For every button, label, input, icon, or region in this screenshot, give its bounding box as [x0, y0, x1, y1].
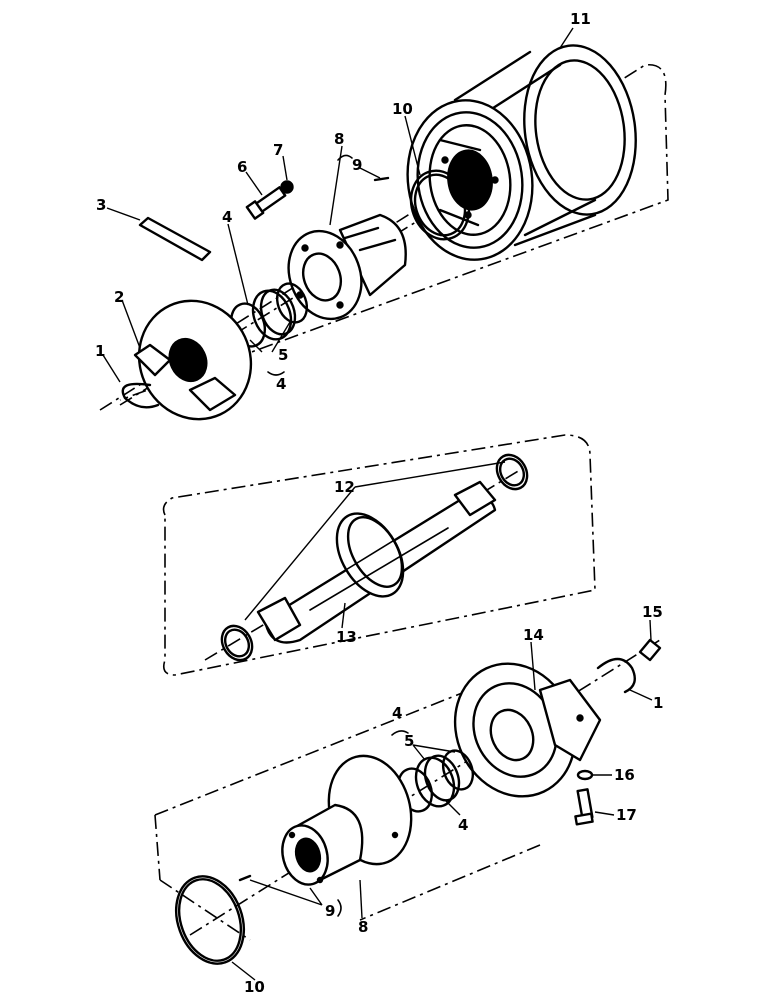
part-2-end-collar-top — [133, 299, 253, 421]
callout-5-top: 5 — [278, 346, 288, 364]
callout-6: 6 — [237, 158, 247, 176]
part-8-collar-top — [287, 213, 407, 321]
bracket-mark-bottom-9 — [337, 899, 342, 917]
part-6-bolt — [245, 186, 287, 220]
part-1-snap-ring-bottom — [596, 657, 636, 694]
callout-1-top: 1 — [95, 342, 105, 360]
callout-7: 7 — [273, 141, 283, 159]
part-16-washer — [576, 769, 594, 781]
callout-1-bottom: 1 — [653, 694, 663, 712]
part-7-plug — [280, 180, 294, 194]
callout-8-top: 8 — [334, 130, 344, 148]
callout-10-bottom: 10 — [244, 978, 265, 996]
callout-13: 13 — [336, 628, 357, 646]
part-12-o-ring-left — [220, 624, 254, 662]
callout-4-top-a: 4 — [222, 208, 232, 226]
callout-17: 17 — [616, 806, 637, 824]
lower-center-axis — [189, 639, 661, 936]
shaft-group-boundary — [162, 434, 596, 676]
callout-4-bottom-a: 4 — [392, 704, 402, 722]
part-8-collar-bottom — [281, 754, 413, 886]
part-3-retaining-bar — [138, 216, 212, 262]
part-10-o-ring-bottom — [175, 875, 245, 965]
bracket-mark-bottom-4 — [391, 730, 409, 736]
part-11-roller-rim — [406, 44, 637, 261]
callout-16: 16 — [614, 766, 635, 784]
part-13-shaft — [256, 480, 497, 644]
bracket-mark-top-9 — [337, 154, 353, 161]
leader-lines — [102, 27, 653, 981]
part-12-o-ring-right — [495, 453, 529, 491]
callout-11: 11 — [570, 10, 591, 28]
part-10-o-ring-top — [409, 169, 471, 241]
callout-12: 12 — [334, 478, 355, 496]
callout-9-top: 9 — [352, 156, 362, 174]
callout-5-bottom: 5 — [404, 732, 414, 750]
part-15-plug — [638, 638, 662, 662]
callout-10-top: 10 — [392, 100, 413, 118]
callout-14: 14 — [523, 626, 544, 644]
part-1-snap-ring-top — [121, 382, 160, 409]
callout-8-bottom: 8 — [358, 918, 368, 936]
callout-4-bottom-b: 4 — [458, 816, 468, 834]
part-9-dowel-pin-bottom — [238, 874, 252, 882]
lower-assembly-boundary — [154, 669, 541, 941]
bracket-mark-top-4 — [267, 371, 285, 376]
callout-3: 3 — [96, 196, 106, 214]
part-17-bolt — [574, 788, 594, 826]
callout-labels: 11 10 8 9 7 6 3 4 2 1 5 4 12 13 14 15 1 … — [95, 10, 663, 996]
callout-2: 2 — [114, 288, 124, 306]
part-9-dowel-pin-top — [373, 176, 390, 182]
callout-9-bottom: 9 — [325, 902, 335, 920]
callout-15: 15 — [642, 603, 663, 621]
callout-4-top-b: 4 — [276, 375, 286, 393]
